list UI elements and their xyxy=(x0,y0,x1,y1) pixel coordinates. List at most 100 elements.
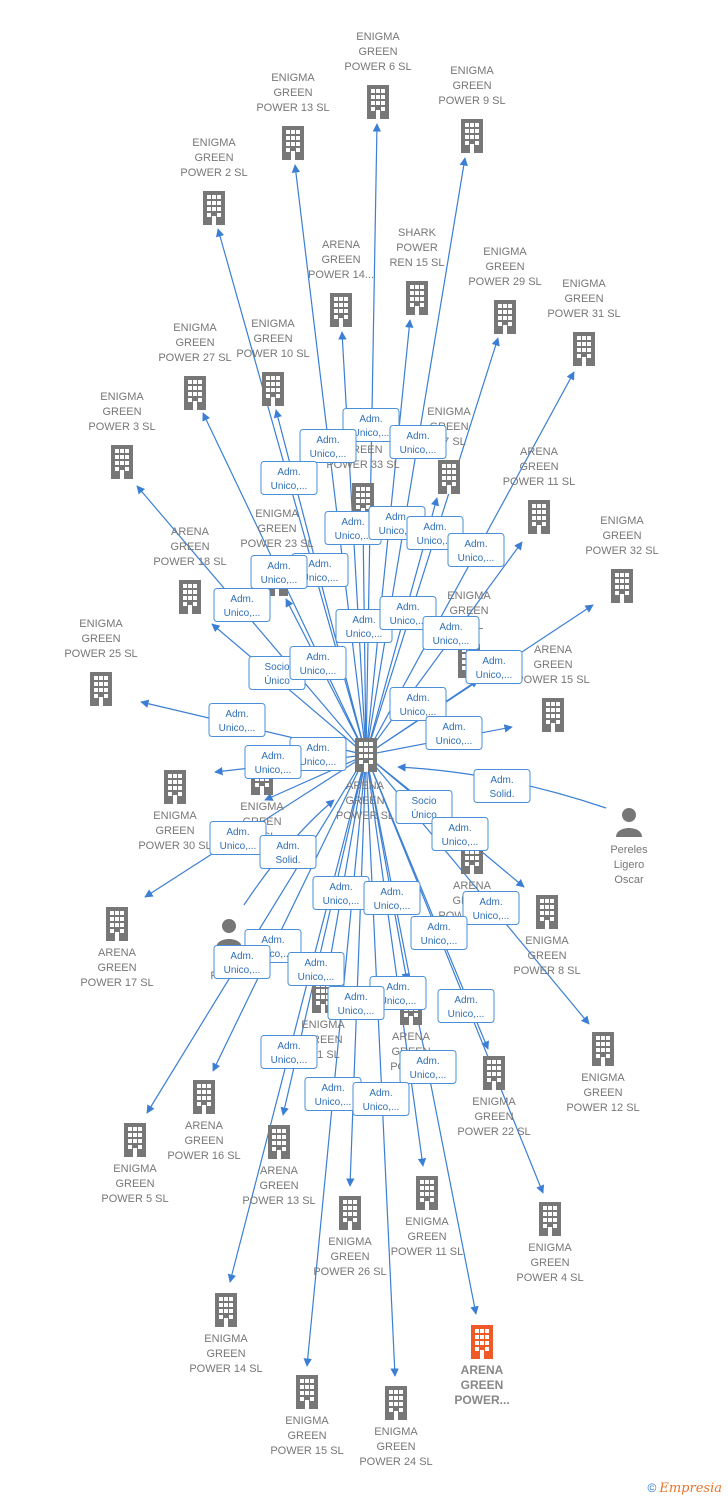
building-icon-center[interactable] xyxy=(355,738,377,772)
building-icon-ag17[interactable] xyxy=(106,907,128,941)
edge-label-adm-unico[interactable]: Adm.Unico,... xyxy=(389,425,447,459)
building-icon-eg11[interactable] xyxy=(416,1176,438,1210)
building-icon-eg26[interactable] xyxy=(339,1196,361,1230)
edge-label-adm-unico[interactable]: Adm.Unico,... xyxy=(425,716,483,750)
edge-label-text: Adm. xyxy=(306,743,329,754)
building-icon-eg6[interactable] xyxy=(367,85,389,119)
edge-label-adm-unico[interactable]: Adm.Unico,... xyxy=(312,876,370,910)
edge-label-text: Unico,... xyxy=(220,841,257,852)
edge-label-text: Adm. xyxy=(277,1041,300,1052)
edge-label-text: Adm. xyxy=(321,1083,344,1094)
edge-label-text: Adm. xyxy=(225,709,248,720)
edge-label-text: Unico,... xyxy=(473,911,510,922)
edge-label-adm-unico[interactable]: Adm.Unico,... xyxy=(244,745,302,779)
edge-label-adm-unico[interactable]: Adm.Unico,... xyxy=(447,533,505,567)
building-icon-ag18[interactable] xyxy=(179,580,201,614)
edge-label-adm-solid[interactable]: Adm.Solid. xyxy=(259,835,317,869)
edge-label-adm-unico[interactable]: Adm.Unico,... xyxy=(363,881,421,915)
building-icon-eg9[interactable] xyxy=(461,119,483,153)
edge-label-adm-solid[interactable]: Adm.Solid. xyxy=(473,769,531,803)
edge-label-text: Adm. xyxy=(396,602,419,613)
building-icon-eg14[interactable] xyxy=(215,1293,237,1327)
edge-label-text: Adm. xyxy=(304,958,327,969)
building-icon-eg24[interactable] xyxy=(385,1386,407,1420)
edge-label-text: Unico,... xyxy=(400,707,437,718)
building-icon-ag14[interactable] xyxy=(330,293,352,327)
building-icon-eg30[interactable] xyxy=(164,770,186,804)
building-icon-eg25[interactable] xyxy=(90,672,112,706)
edge-label-text: Adm. xyxy=(341,517,364,528)
edge-label-text: Adm. xyxy=(490,775,513,786)
building-icon-eg29[interactable] xyxy=(494,300,516,334)
building-icon-eg2[interactable] xyxy=(203,191,225,225)
building-icon-eg5[interactable] xyxy=(124,1123,146,1157)
edge-label-adm-unico[interactable]: Adm.Unico,... xyxy=(260,461,318,495)
edge-label-adm-unico[interactable]: Adm.Unico,... xyxy=(431,817,489,851)
edge-label-adm-unico[interactable]: Adm.Unico,... xyxy=(422,616,480,650)
edge-label-text: Adm. xyxy=(464,539,487,550)
building-icon-eg10[interactable] xyxy=(262,372,284,406)
edge-label-adm-unico[interactable]: Adm.Unico,... xyxy=(389,687,447,721)
edge-label-text: Unico,... xyxy=(224,965,261,976)
edge-label-text: Unico,... xyxy=(476,670,513,681)
edge-label-text: Unico,... xyxy=(255,949,292,960)
edge-label-text: Adm. xyxy=(230,951,253,962)
building-icon-ag16[interactable] xyxy=(193,1080,215,1114)
building-icon-eg8[interactable] xyxy=(536,895,558,929)
edge-label-adm-unico[interactable]: Adm.Unico,... xyxy=(399,1050,457,1084)
edge-label-adm-unico[interactable]: Adm.Unico,... xyxy=(410,916,468,950)
edge-label-adm-unico[interactable]: Adm.Unico,... xyxy=(379,596,437,630)
edge-label-text: Unico,... xyxy=(310,449,347,460)
edge-label-text: Unico,... xyxy=(400,445,437,456)
edge-label-adm-unico[interactable]: Adm.Unico,... xyxy=(250,555,308,589)
edge-label-adm-unico[interactable]: Adm.Unico,... xyxy=(342,408,400,442)
building-icon-eg3[interactable] xyxy=(111,445,133,479)
edge-label-adm-unico[interactable]: Adm.Unico,... xyxy=(287,952,345,986)
building-icon-eg12[interactable] xyxy=(592,1032,614,1066)
building-icon-eg31[interactable] xyxy=(573,332,595,366)
building-icon-eg15[interactable] xyxy=(296,1375,318,1409)
edge-label-adm-unico[interactable]: Adm.Unico,... xyxy=(260,1035,318,1069)
edge-label-adm-unico[interactable]: Adm.Unico,... xyxy=(437,989,495,1023)
edge-label-adm-unico[interactable]: Adm.Unico,... xyxy=(352,1082,410,1116)
edge-to-eg24 xyxy=(365,754,399,1377)
edge-label-adm-unico[interactable]: Adm. Unico,... xyxy=(213,945,271,979)
building-icon-eg13[interactable] xyxy=(282,126,304,160)
edge-label-adm-unico[interactable]: Adm. Unico,... xyxy=(299,429,357,463)
edge-label-text: Unico,... xyxy=(261,575,298,586)
building-icon-ag11[interactable] xyxy=(528,500,550,534)
building-icon-eg27[interactable] xyxy=(184,376,206,410)
building-icon-eg32[interactable] xyxy=(611,569,633,603)
building-icon-ag13[interactable] xyxy=(268,1125,290,1159)
edge-label-adm-unico[interactable]: Adm.Unico,... xyxy=(462,891,520,925)
edge-label-text: Adm. xyxy=(316,435,339,446)
building-icon-eg4[interactable] xyxy=(539,1202,561,1236)
person-icon-pereles[interactable] xyxy=(616,808,642,837)
building-icon-eg7[interactable] xyxy=(438,460,460,494)
edge-label-adm-unico[interactable]: Adm.Unico,... xyxy=(465,650,523,684)
building-icon-eg22[interactable] xyxy=(483,1056,505,1090)
building-icon-agp[interactable] xyxy=(471,1325,493,1359)
building-icon-shark15[interactable] xyxy=(406,281,428,315)
edge-label-adm-unico[interactable]: Adm.Unico,... xyxy=(327,986,385,1020)
edge-label-adm-unico[interactable]: Adm.Unico,... xyxy=(209,821,267,855)
building-icon-ag15[interactable] xyxy=(542,698,564,732)
footer-brand[interactable]: ©Empresia xyxy=(648,1481,722,1496)
edge-label-adm-unico[interactable]: Adm.Unico,... xyxy=(208,703,266,737)
edge-label-text: Adm. xyxy=(454,995,477,1006)
edge-label-adm-unico[interactable]: Adm.Unico,... xyxy=(289,646,347,680)
person-icon-pablo[interactable] xyxy=(216,919,242,948)
edge-label-text: Adm. xyxy=(261,935,284,946)
edge-label-adm-unico[interactable]: Adm.Unico,... xyxy=(213,588,271,622)
